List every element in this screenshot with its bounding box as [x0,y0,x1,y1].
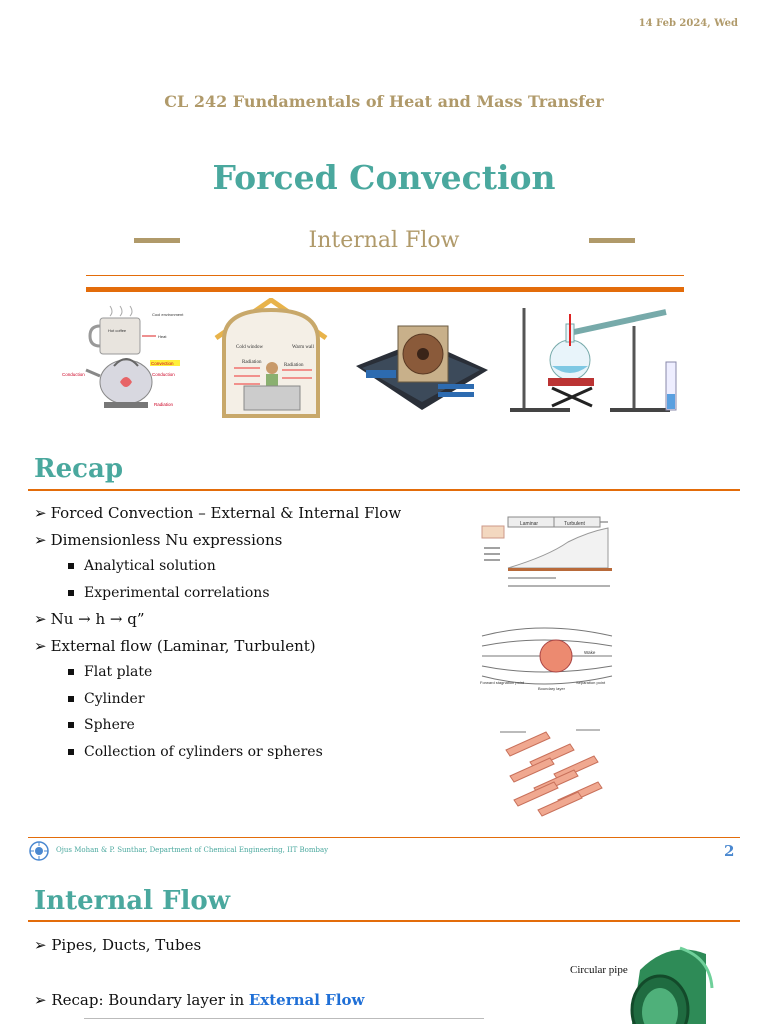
circular-pipe-illustration [630,946,714,1024]
recap-bullet: External flow (Laminar, Turbulent) [34,633,401,660]
divider-thin [86,275,684,276]
cpu-cooler-photo [356,325,488,410]
distillation-apparatus-illustration [510,308,677,412]
room-radiation-illustration: Cold window Warm wall Radiation Radiatio… [214,298,328,418]
external-flow-link: External Flow [248,991,365,1009]
recap-bullet: Forced Convection – External & Internal … [34,500,402,527]
tube-bank-diagram [500,729,603,817]
slide-title: Forced Convection [212,158,556,197]
coffee-kettle-illustration: Hot coffee Cool environment Heat Convect… [62,305,184,408]
conduction-label-right: Conduction [152,372,175,377]
recap-sub-bullet: Collection of cylinders or spheres [34,739,401,766]
internal-bullet-1-text: Pipes, Ducts, Tubes [51,936,202,954]
slide-date: 14 Feb 2024, Wed [638,18,738,29]
internal-bullet-2: ➢ Recap: Boundary layer in External Flow [34,991,364,1009]
recap-bullet-list: Forced Convection – External & Internal … [34,500,402,766]
coffee-label: Hot coffee [108,328,127,333]
recap-sub-bullet: Cylinder [34,686,401,713]
internal-flow-rule [28,920,740,922]
cool-env-label: Cool environment [152,312,184,317]
warm-wall-label: Warm wall [292,345,315,350]
iit-bombay-logo [29,841,49,861]
bullet-arrow-icon: ➢ [34,936,52,954]
recap-sub-bullet: Flat plate [34,659,401,686]
subtitle-dash-right [589,238,635,243]
recap-sub-bullet: Sphere [34,712,401,739]
radiation-label-left: Radiation [242,360,262,365]
internal-bullet-2-text: Recap: Boundary layer in [51,991,249,1009]
recap-heading: Recap [34,454,124,484]
wake-label: Wake [584,650,596,655]
internal-flow-heading: Internal Flow [34,886,231,916]
slide-subtitle: Internal Flow [308,228,460,253]
circular-pipe-label: Circular pipe [570,964,628,976]
separation-point-label: Separation point [576,680,606,685]
recap-sub-bullet: Experimental correlations [34,580,401,607]
recap-rule [28,489,740,491]
footer-credit: Ojus Mohan & P. Sunthar, Department of C… [56,846,329,854]
radiation-label: Radiation [154,402,174,407]
internal-bullet-1: ➢ Pipes, Ducts, Tubes [34,936,201,954]
recap-sub-bullet: Analytical solution [34,553,401,580]
subtitle-dash-left [134,238,180,243]
convection-label: Convection [151,361,174,366]
turbulent-label: Turbulent [564,521,586,527]
boundary-layer-label: Boundary layer [538,686,566,691]
flat-plate-boundary-layer-diagram: Laminar Turbulent [481,516,612,587]
cylinder-crossflow-diagram: Wake Forward stagnation point Boundary l… [480,627,613,691]
footer-rule [28,837,740,838]
page-number: 2 [724,842,735,860]
laminar-label: Laminar [520,521,538,527]
recap-bullet: Dimensionless Nu expressions [34,527,401,554]
clipped-next-line [84,1018,484,1025]
cold-window-label: Cold window [236,345,263,350]
heat-label: Heat [158,334,167,339]
recap-bullet: Nu → h → q” [34,606,401,633]
radiation-label-right: Radiation [284,363,304,368]
bullet-arrow-icon: ➢ [34,991,52,1009]
conduction-label-left: Conduction [62,372,85,377]
stagnation-point-label: Forward stagnation point [480,680,525,685]
divider-thick [86,287,684,292]
course-title: CL 242 Fundamentals of Heat and Mass Tra… [164,92,604,111]
